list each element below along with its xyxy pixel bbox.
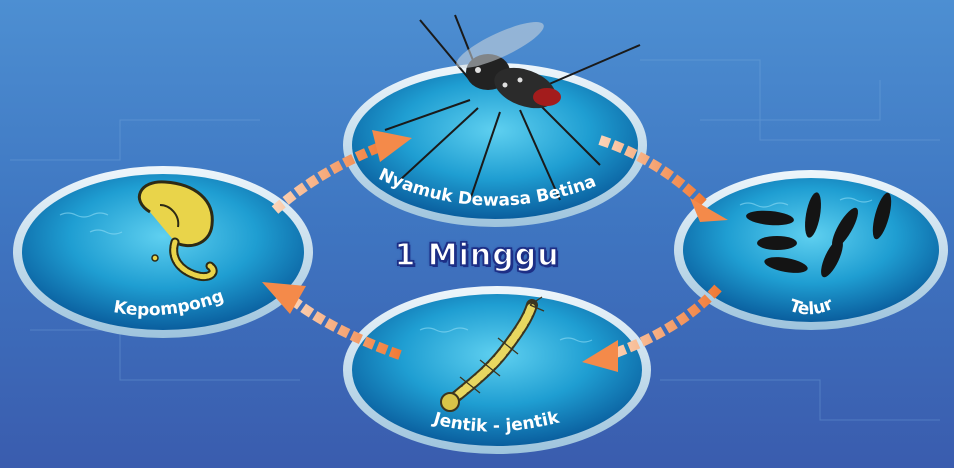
background-lines [10,59,940,421]
cycle-duration-label: 1 Minggu [394,237,560,274]
stage-larva [343,286,651,454]
arrow-adult-to-egg [598,135,728,222]
larva-icon [440,296,545,412]
water-ripples [59,197,873,343]
arrow-larva-to-pupa [262,282,402,360]
arrow-pupa-to-adult [271,130,412,214]
eggs-icon [746,192,892,278]
arrow-egg-to-larva [582,284,722,372]
mosquito-icon [384,14,641,201]
stage-adult [343,63,647,227]
pupa-icon [137,180,218,282]
stage-pupa [13,166,313,338]
